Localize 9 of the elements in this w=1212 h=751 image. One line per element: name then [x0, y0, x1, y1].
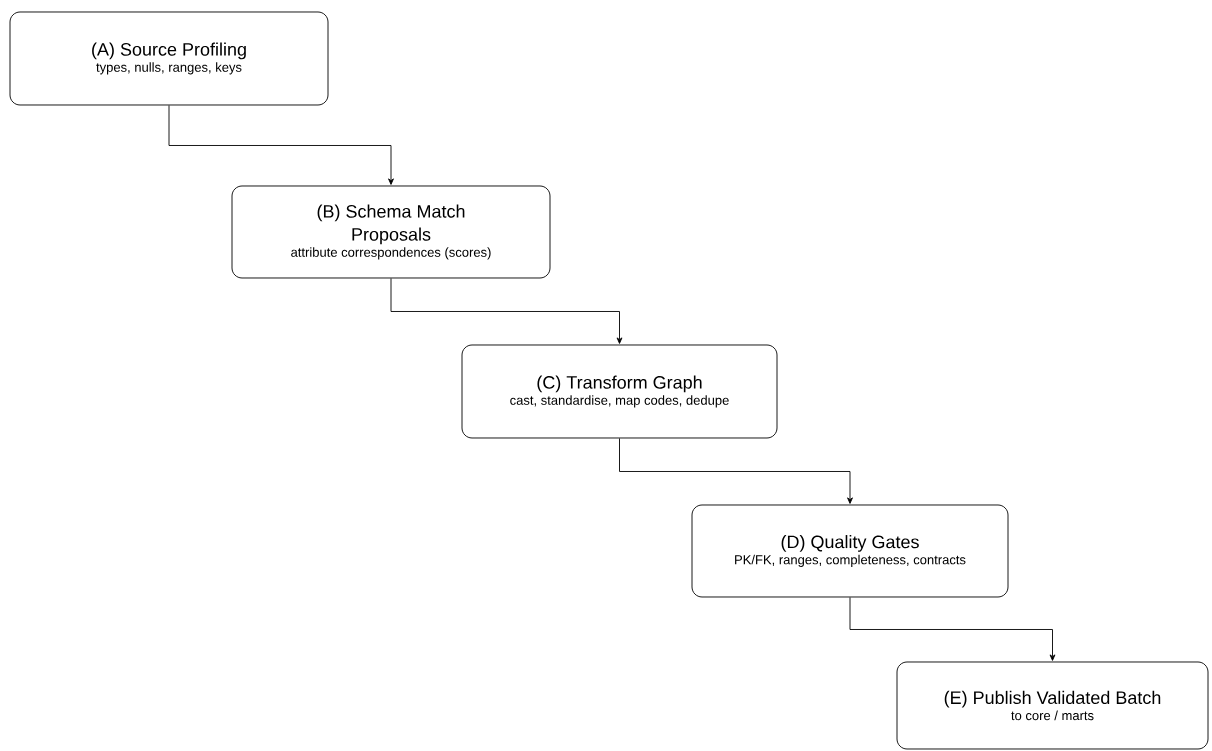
process-box: (E) Publish Validated Batch to core / marts — [896, 661, 1209, 750]
process-box: (B) Schema Match Proposals attribute correspondences (scores) — [231, 185, 551, 279]
process-box: (A) Source Profiling types, nulls, ranges, keys — [9, 11, 329, 106]
process-box: (C) Transform Graph cast, standardise, map codes, dedupe — [461, 344, 778, 439]
arrow — [619, 438, 853, 504]
arrow — [390, 278, 623, 344]
arrow — [168, 105, 394, 185]
process-box: (D) Quality Gates PK/FK, ranges, completeness, contracts — [691, 504, 1009, 598]
arrow — [849, 597, 1056, 661]
